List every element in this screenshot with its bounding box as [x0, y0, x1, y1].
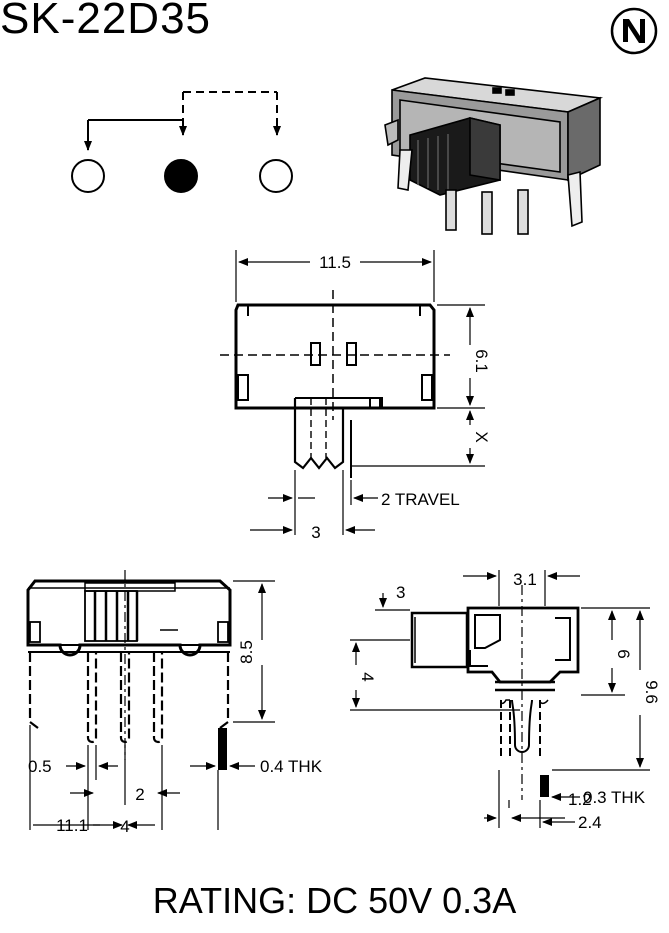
rating-label: RATING: DC 50V 0.3A: [152, 880, 517, 921]
dim-side-pin-offset-2: 2.4: [578, 813, 602, 832]
dim-side-top: 3.1: [513, 570, 537, 589]
dim-side-actuator-top: 3: [396, 583, 405, 602]
dim-side-actuator-height: 4: [358, 672, 377, 681]
dim-front-pitch: 2: [135, 785, 144, 804]
front-view-drawing: [26, 570, 275, 830]
dim-side-pin-offset-1: 1.2: [568, 790, 592, 809]
page-title: SK-22D35: [0, 0, 212, 43]
switch-3d-illustration: [384, 77, 604, 235]
dim-front-height: 8.5: [237, 640, 256, 664]
dim-top-x: X: [472, 431, 491, 442]
dim-side-body-height: 6: [614, 649, 633, 658]
dim-front-thickness: 0.4 THK: [260, 757, 323, 776]
dim-front-span: 4: [120, 817, 129, 836]
position-open-right: [259, 159, 293, 193]
dim-front-offset: 11.1: [56, 816, 88, 835]
brand-logo: [610, 7, 658, 55]
dim-travel: 2 TRAVEL: [381, 490, 460, 509]
top-view-drawing: [220, 250, 485, 535]
position-schematic: [71, 91, 293, 193]
position-common: [164, 159, 198, 193]
dim-top-height: 6.1: [472, 349, 491, 373]
side-view-drawing: [350, 570, 650, 828]
dim-side-thickness: 0.3 THK: [583, 788, 646, 807]
dim-front-pin-width: 0.5: [28, 757, 52, 776]
position-open-left: [71, 159, 105, 193]
dim-side-total-height: 9.6: [642, 680, 661, 704]
dim-top-width: 11.5: [319, 253, 351, 272]
dim-top-pitch: 3: [311, 523, 320, 542]
